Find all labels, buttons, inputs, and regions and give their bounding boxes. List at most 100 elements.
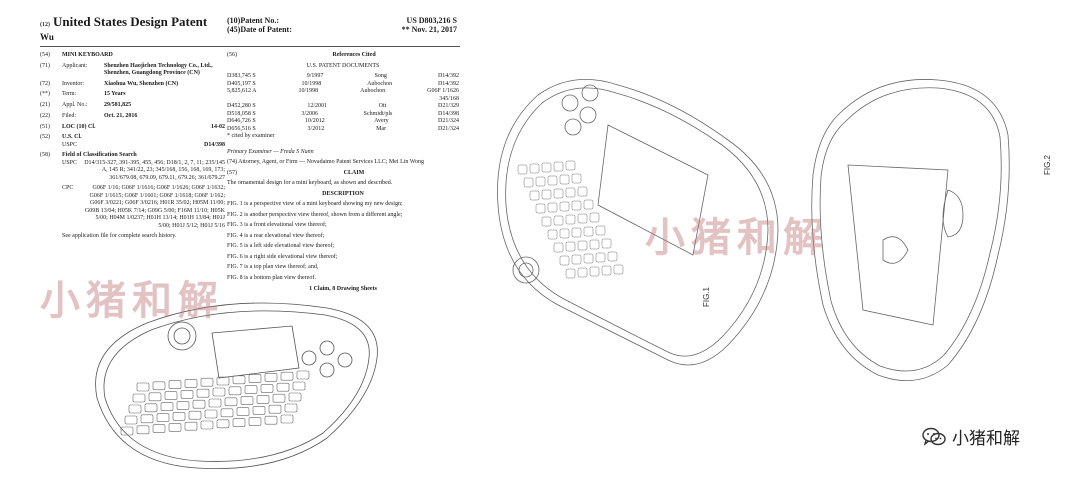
key bbox=[601, 265, 612, 276]
key bbox=[583, 253, 594, 264]
key bbox=[535, 176, 546, 187]
key bbox=[559, 255, 570, 266]
key bbox=[589, 239, 600, 250]
patent-header: (12)United States Design Patent Wu bbox=[40, 14, 380, 42]
description-line: FIG. 4 is a rear elevational view thereo… bbox=[227, 232, 325, 239]
key bbox=[196, 388, 210, 398]
reference-name: Avery bbox=[374, 118, 389, 124]
key bbox=[224, 397, 238, 407]
claim-text: The ornamental design for a mini keyboar… bbox=[227, 180, 393, 186]
key bbox=[256, 395, 270, 404]
patent-number-block: (10)Patent No.:US D803,216 S (45)Date of… bbox=[227, 16, 457, 34]
key bbox=[176, 401, 190, 410]
key bbox=[216, 376, 230, 386]
key bbox=[553, 188, 564, 199]
bibliographic-column: (54)MINI KEYBOARD (71)Applicant:Shenzhen… bbox=[40, 52, 225, 239]
key bbox=[184, 379, 198, 388]
key bbox=[541, 189, 552, 200]
key bbox=[565, 214, 576, 225]
wechat-icon bbox=[922, 427, 946, 446]
key bbox=[136, 425, 150, 435]
key bbox=[120, 426, 134, 436]
patent-front-page: (12)United States Design Patent Wu (10)P… bbox=[22, 8, 470, 478]
key bbox=[252, 406, 266, 415]
reference-date: 3/2012 bbox=[307, 125, 325, 132]
key bbox=[541, 216, 552, 227]
key bbox=[188, 410, 202, 420]
examiner: Primary Examiner — Freda S Nunn bbox=[227, 148, 314, 155]
key bbox=[248, 417, 262, 426]
key bbox=[559, 228, 570, 239]
key bbox=[571, 200, 582, 211]
references-column: (56)References Cited U.S. PATENT DOCUMEN… bbox=[227, 52, 459, 292]
key bbox=[529, 190, 540, 201]
header-rule bbox=[40, 46, 460, 47]
description-line: FIG. 8 is a bottom plan view thereof. bbox=[227, 274, 316, 281]
key bbox=[559, 174, 570, 185]
key bbox=[547, 229, 558, 240]
reference-row: 345/168 bbox=[227, 96, 459, 104]
reference-no: D383,745 S bbox=[227, 73, 256, 79]
reference-date: 10/2012 bbox=[305, 118, 325, 124]
key bbox=[280, 414, 294, 424]
description-line: FIG. 5 is a left side elevational view t… bbox=[227, 243, 335, 249]
key bbox=[565, 160, 576, 171]
key bbox=[156, 413, 170, 422]
key bbox=[595, 252, 606, 263]
fig2-label: FIG.2 bbox=[1043, 154, 1052, 175]
fig1-label: FIG.1 bbox=[702, 286, 711, 307]
reference-no: D452,280 S bbox=[227, 103, 256, 109]
reference-name: Schmidt/pls bbox=[363, 110, 393, 117]
inventor-short: Wu bbox=[40, 32, 54, 42]
key bbox=[559, 201, 570, 212]
us-patent-docs: U.S. PATENT DOCUMENTS bbox=[306, 62, 380, 69]
reference-date: 9/1997 bbox=[306, 73, 324, 79]
key bbox=[264, 415, 278, 425]
key bbox=[553, 161, 564, 172]
us-class: D14/398 bbox=[204, 141, 225, 148]
key bbox=[583, 199, 594, 210]
key bbox=[601, 238, 612, 249]
key bbox=[144, 403, 158, 413]
key bbox=[553, 215, 564, 226]
patent-no-label: Patent No.: bbox=[240, 16, 279, 25]
reference-cl: D14/392 bbox=[437, 73, 459, 79]
key bbox=[168, 423, 182, 432]
reference-no: D405,197 S bbox=[227, 80, 256, 87]
key bbox=[613, 264, 624, 275]
inventor: Xiaohua Wu, Shenzhen (CN) bbox=[104, 80, 179, 87]
attorney: (74) Attorney, Agent, or Firm — Novadaim… bbox=[227, 159, 424, 165]
loc-class: 14-02 bbox=[211, 123, 225, 130]
key bbox=[260, 384, 274, 393]
reference-cl: D21/324 bbox=[437, 125, 459, 132]
key bbox=[517, 164, 528, 175]
references-title: References Cited bbox=[332, 52, 376, 58]
design-title: MINI KEYBOARD bbox=[62, 52, 113, 58]
fig1-drawing bbox=[497, 79, 779, 366]
key bbox=[212, 387, 226, 397]
key bbox=[288, 392, 302, 402]
key bbox=[268, 404, 282, 414]
key bbox=[595, 225, 606, 236]
date-label: Date of Patent: bbox=[240, 25, 292, 34]
uspc-search: D14/315-327, 391-395, 455, 456; D18/1, 2… bbox=[84, 159, 225, 181]
country-code: (12) bbox=[40, 22, 50, 28]
key bbox=[523, 177, 534, 188]
term: 15 Years bbox=[104, 91, 126, 97]
key bbox=[164, 391, 178, 400]
key bbox=[284, 403, 298, 413]
reference-name: Aubochon bbox=[360, 88, 386, 94]
reference-cl: G06F 1/1626 bbox=[427, 88, 459, 94]
key bbox=[208, 398, 222, 408]
description-line: FIG. 3 is a front elevational view there… bbox=[227, 222, 327, 228]
claims-sheets: 1 Claim, 8 Drawing Sheets bbox=[309, 286, 377, 292]
key bbox=[553, 242, 564, 253]
key bbox=[571, 254, 582, 265]
reference-cl: 345/168 bbox=[439, 95, 459, 102]
key bbox=[240, 396, 254, 405]
key bbox=[228, 386, 242, 396]
